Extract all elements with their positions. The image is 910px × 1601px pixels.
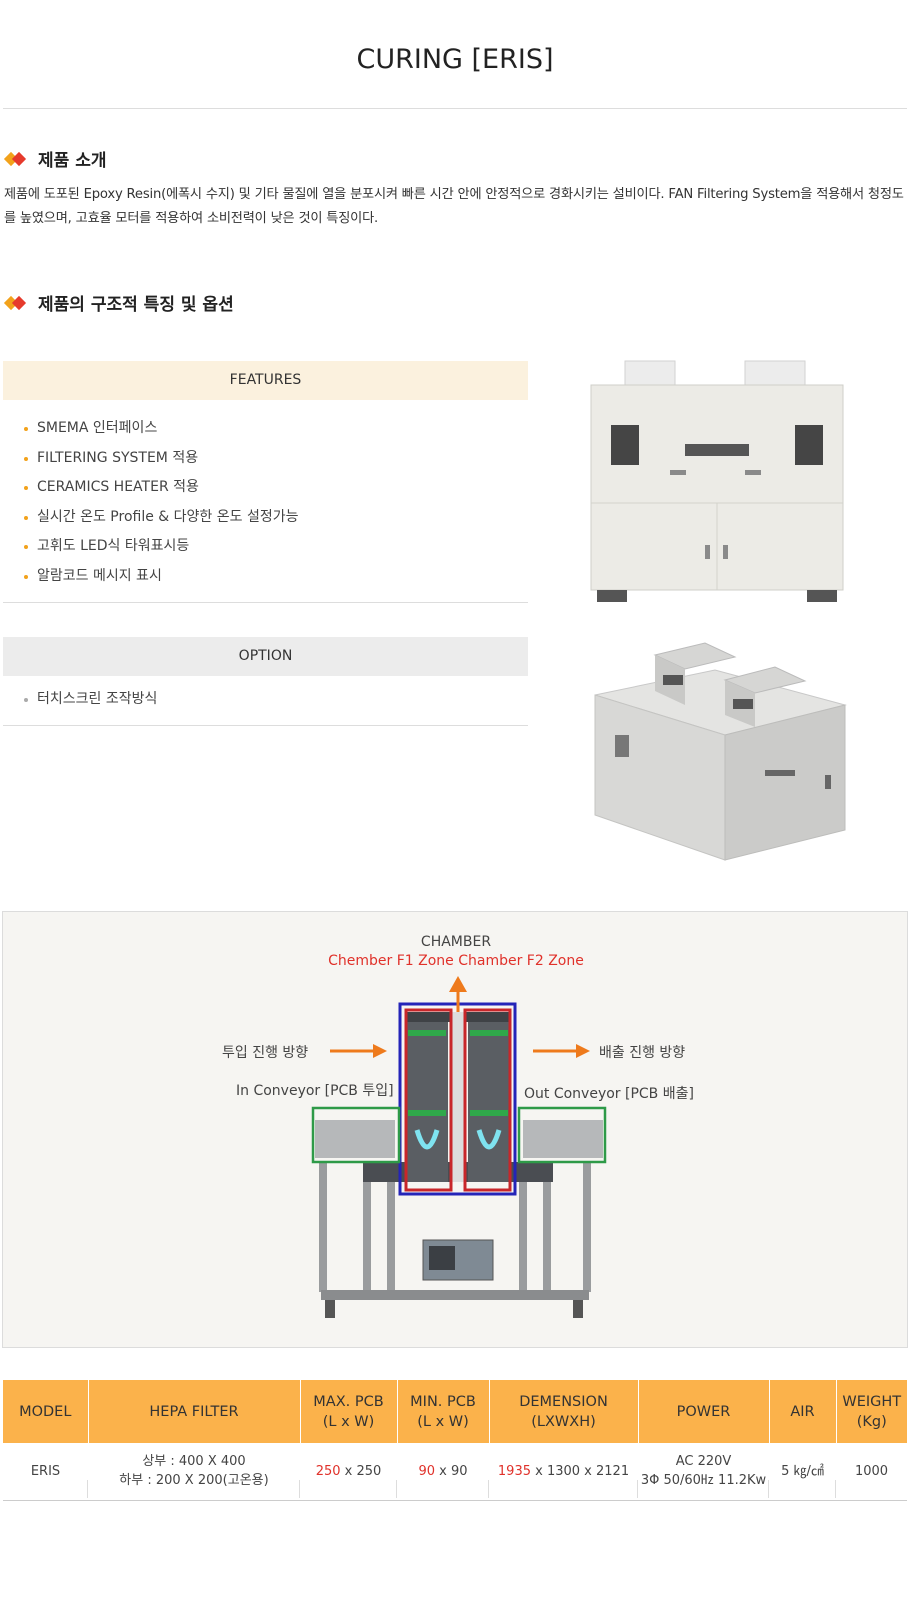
- cell-dimension: 1935 x 1300 x 2121: [489, 1443, 638, 1501]
- zones-label: Chember F1 Zone Chamber F2 Zone: [328, 953, 584, 969]
- machine-iso-image: [594, 642, 847, 861]
- col-min-pcb: MIN. PCB(L x W): [397, 1380, 490, 1443]
- col-model: MODEL: [3, 1380, 89, 1443]
- out-conveyor-label: Out Conveyor [PCB 배출]: [524, 1086, 694, 1102]
- features-header: FEATURES: [3, 361, 528, 400]
- list-item: 터치스크린 조작방식: [3, 685, 528, 715]
- cell-air: 5 ㎏/㎠: [769, 1443, 836, 1501]
- list-item: FILTERING SYSTEM 적용: [3, 444, 528, 474]
- col-weight: WEIGHT(Kg): [836, 1380, 907, 1443]
- cell-max-pcb: 250 x 250: [300, 1443, 397, 1501]
- chamber-label: CHAMBER: [420, 934, 492, 950]
- col-hepa-filter: HEPA FILTER: [88, 1380, 301, 1443]
- title-divider: [3, 108, 907, 109]
- intro-text: 제품에 도포된 Epoxy Resin(에폭시 수지) 및 기타 물질에 열을 …: [4, 187, 904, 226]
- cell-model: ERIS: [3, 1443, 88, 1501]
- table-header-row: MODEL HEPA FILTER MAX. PCB(L x W) MIN. P…: [3, 1380, 907, 1443]
- features-divider: [3, 602, 528, 603]
- col-power: POWER: [638, 1380, 770, 1443]
- features-list: SMEMA 인터페이스 FILTERING SYSTEM 적용 CERAMICS…: [3, 414, 528, 591]
- chamber-diagram: CHAMBER Chember F1 Zone Chamber F2 Zone …: [2, 911, 908, 1348]
- diamond-bullet-icon: [3, 151, 30, 166]
- structure-heading-text: 제품의 구조적 특징 및 옵션: [38, 295, 234, 315]
- intro-heading-text: 제품 소개: [38, 151, 107, 171]
- option-header: OPTION: [3, 637, 528, 676]
- list-item: 실시간 온도 Profile & 다양한 온도 설정가능: [3, 503, 528, 533]
- in-direction-label: 투입 진행 방향: [222, 1045, 309, 1061]
- option-list: 터치스크린 조작방식: [3, 685, 528, 715]
- list-item: CERAMICS HEATER 적용: [3, 473, 528, 503]
- list-item: 알람코드 메시지 표시: [3, 562, 528, 592]
- option-divider: [3, 725, 528, 726]
- diagram-illustration: [311, 976, 607, 1318]
- diamond-bullet-icon: [3, 295, 30, 310]
- list-item: SMEMA 인터페이스: [3, 414, 528, 444]
- cell-weight: 1000: [836, 1443, 907, 1501]
- machine-front-image: [590, 360, 844, 602]
- structure-heading: 제품의 구조적 특징 및 옵션: [3, 290, 234, 315]
- out-direction-label: 배출 진행 방향: [599, 1045, 686, 1061]
- cell-min-pcb: 90 x 90: [397, 1443, 489, 1501]
- page-title: CURING [ERIS]: [356, 44, 554, 75]
- intro-heading: 제품 소개: [3, 146, 107, 171]
- list-item: 고휘도 LED식 타워표시등: [3, 532, 528, 562]
- in-conveyor-label: In Conveyor [PCB 투입]: [236, 1083, 394, 1099]
- col-air: AIR: [769, 1380, 837, 1443]
- spec-table: MODEL HEPA FILTER MAX. PCB(L x W) MIN. P…: [3, 1380, 907, 1501]
- col-max-pcb: MAX. PCB(L x W): [300, 1380, 398, 1443]
- col-dimension: DEMENSION(LXWXH): [489, 1380, 639, 1443]
